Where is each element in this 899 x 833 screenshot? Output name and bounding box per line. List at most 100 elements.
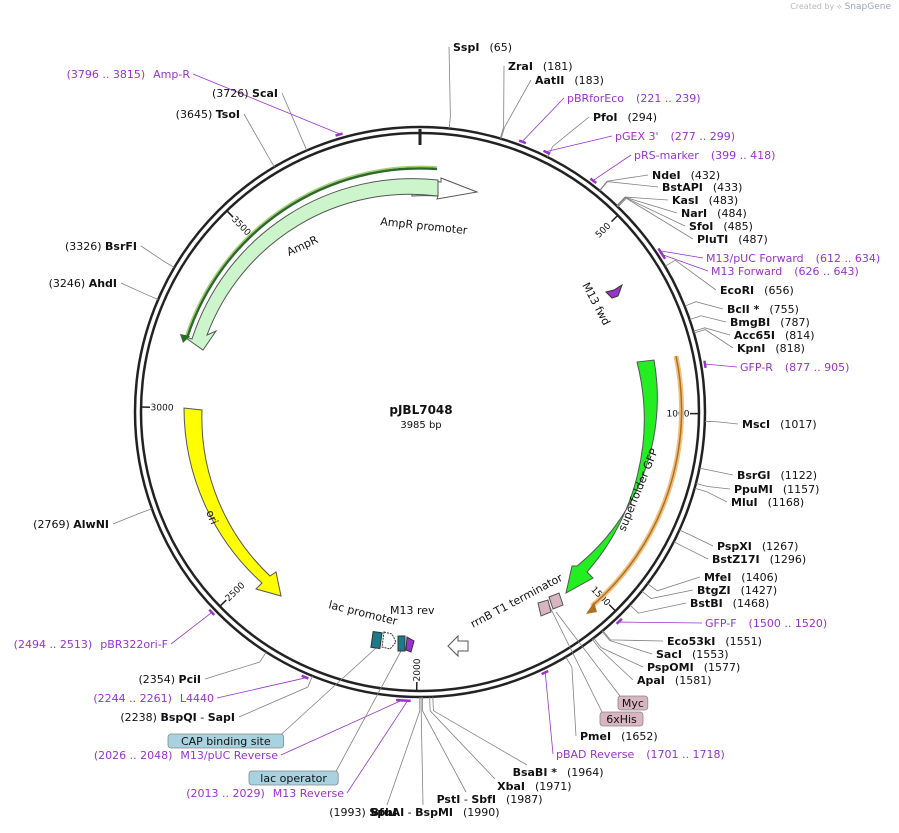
- enzyme-label-tsoi[interactable]: (3645) TsoI: [176, 108, 240, 121]
- enzyme-name: PciI: [179, 673, 201, 686]
- enzyme-label-bmgbi[interactable]: BmgBI(787): [730, 316, 810, 329]
- enzyme-name: SphI: [369, 806, 397, 819]
- enzyme-position: (65): [489, 41, 512, 54]
- snapgene-credit: Created by ⟡ SnapGene: [790, 2, 891, 12]
- enzyme-label-btgzi[interactable]: BtgZI(1427): [697, 584, 777, 597]
- enzyme-label-scai[interactable]: (3726) ScaI: [212, 87, 278, 100]
- enzyme-label-bspqi[interactable]: (2238) BspQI - SapI: [120, 711, 235, 724]
- primer-label-m13-puc-reverse[interactable]: (2026 .. 2048)M13/pUC Reverse: [94, 749, 278, 762]
- enzyme-name: Eco53kI: [667, 635, 715, 648]
- enzyme-label-ahdi[interactable]: (3246) AhdI: [49, 277, 117, 290]
- boxed-label-6xhis[interactable]: 6xHis: [599, 711, 644, 727]
- primer-name: pBRforEco: [567, 92, 624, 105]
- enzyme-label-sfoi[interactable]: SfoI(485): [689, 220, 753, 233]
- feature-ampr[interactable]: [182, 178, 439, 351]
- enzyme-label-bcli[interactable]: BclI *(755): [727, 303, 799, 316]
- label-m13-rev: M13 rev: [390, 604, 435, 617]
- feature-m13-rev[interactable]: [405, 636, 415, 653]
- enzyme-label-psti[interactable]: PstI - SbfI: [437, 793, 496, 806]
- enzyme-label-ndei[interactable]: NdeI(432): [652, 169, 720, 182]
- enzyme-label-kpni[interactable]: KpnI(818): [737, 342, 805, 355]
- primer-label-m13-puc-forward[interactable]: M13/pUC Forward(612 .. 634): [706, 252, 880, 265]
- enzyme-label-ecori[interactable]: EcoRI(656): [720, 284, 794, 297]
- enzyme-label-saci[interactable]: SacI(1553): [656, 648, 729, 661]
- boxed-label-myc[interactable]: Myc: [617, 695, 649, 711]
- boxed-label-lac-operator[interactable]: lac operator: [248, 770, 339, 786]
- enzyme-leader-line: [664, 259, 717, 291]
- feature-ori[interactable]: [183, 407, 282, 597]
- enzyme-name-2: SbfI: [471, 793, 496, 806]
- primer-label-m13-reverse[interactable]: (2013 .. 2029)M13 Reverse: [186, 787, 344, 800]
- primer-site-mark: [660, 252, 667, 260]
- lac-operator-mark[interactable]: [397, 635, 406, 652]
- enzyme-label-zrai[interactable]: ZraI(181): [508, 60, 573, 73]
- enzyme-label-aatii[interactable]: AatII(183): [535, 74, 604, 87]
- enzyme-label-bsabi[interactable]: BsaBI *: [513, 766, 558, 779]
- enzyme-label-pspomi[interactable]: PspOMI(1577): [647, 661, 740, 674]
- enzyme-label-bfuai[interactable]: BfuAI - BspMI: [371, 806, 453, 819]
- enzyme-label-pfoi[interactable]: PfoI(294): [593, 111, 657, 124]
- primer-range: (612 .. 634): [816, 252, 881, 265]
- primer-label-m13-forward[interactable]: M13 Forward(626 .. 643): [711, 265, 859, 278]
- feature-m13-fwd[interactable]: [605, 283, 623, 299]
- primer-label-prs-marker[interactable]: pRS-marker(399 .. 418): [634, 149, 775, 162]
- enzyme-name: AhdI: [89, 277, 117, 290]
- feature-rrnb-terminator[interactable]: [447, 634, 469, 658]
- enzyme-leader-line: [593, 637, 644, 668]
- tick-mark: [610, 214, 619, 223]
- enzyme-label-eco53ki[interactable]: Eco53kI(1551): [667, 635, 762, 648]
- enzyme-label-bstbi[interactable]: BstBI(1468): [690, 597, 769, 610]
- enzyme-label-mlui[interactable]: MluI(1168): [731, 496, 804, 509]
- cap-binding-site-mark[interactable]: [370, 630, 383, 650]
- enzyme-label-pspxi[interactable]: PspXI(1267): [717, 540, 798, 553]
- enzyme-label-mfei[interactable]: MfeI(1406): [704, 571, 778, 584]
- boxed-label-cap-binding-site[interactable]: CAP binding site: [167, 733, 284, 749]
- feature-superfolder-gfp[interactable]: [565, 359, 658, 594]
- tag-6xhis-mark[interactable]: [548, 592, 564, 610]
- enzyme-position: (484): [717, 207, 747, 220]
- enzyme-label-msci[interactable]: MscI(1017): [742, 418, 817, 431]
- enzyme-label-acc65i[interactable]: Acc65I(814): [734, 329, 815, 342]
- enzyme-label-nari[interactable]: NarI(484): [681, 207, 747, 220]
- primer-label-pbr322ori-f[interactable]: (2494 .. 2513)pBR322ori-F: [14, 638, 168, 651]
- ampr-primer-arrow: [180, 334, 190, 343]
- enzyme-label-xbai[interactable]: XbaI: [497, 780, 525, 793]
- enzyme-label-bstz17i[interactable]: BstZ17I(1296): [712, 553, 806, 566]
- primer-label-pbad-reverse[interactable]: pBAD Reverse(1701 .. 1718): [556, 748, 725, 761]
- enzyme-name: BclI *: [727, 303, 760, 316]
- primer-name: Amp-R: [153, 68, 190, 81]
- enzyme-label-sphi[interactable]: (1993) SphI: [329, 806, 397, 819]
- enzyme-layer: [112, 46, 739, 806]
- enzyme-leader-line: [616, 196, 678, 214]
- primer-site-mark: [335, 132, 343, 137]
- primer-label-gfp-f[interactable]: GFP-F(1500 .. 1520): [705, 617, 827, 630]
- tag-myc-mark[interactable]: [537, 599, 552, 617]
- enzyme-leader-line: [422, 696, 467, 793]
- enzyme-label-ppumi[interactable]: PpuMI(1157): [734, 483, 819, 496]
- primer-label-pgex-3[interactable]: pGEX 3'(277 .. 299): [615, 130, 735, 143]
- enzyme-label-pcii[interactable]: (2354) PciI: [138, 673, 201, 686]
- enzyme-name: PspOMI: [647, 661, 694, 674]
- enzyme-label-pluti[interactable]: PluTI(487): [697, 233, 768, 246]
- primer-label-pbrforeco[interactable]: pBRforEco(221 .. 239): [567, 92, 701, 105]
- enzyme-label-alwni[interactable]: (2769) AlwNI: [33, 518, 109, 531]
- primer-label-l4440[interactable]: (2244 .. 2261)L4440: [93, 692, 214, 705]
- enzyme-position: (1652): [621, 730, 658, 743]
- primer-label-amp-r[interactable]: (3796 .. 3815)Amp-R: [67, 68, 191, 81]
- enzyme-separator: -: [460, 793, 471, 806]
- enzyme-label-bsrfi[interactable]: (3326) BsrFI: [65, 240, 137, 253]
- enzyme-leader-line: [695, 483, 731, 490]
- enzyme-position: (656): [764, 284, 794, 297]
- enzyme-label-sspi[interactable]: SspI(65): [453, 41, 512, 54]
- enzyme-name: Acc65I: [734, 329, 775, 342]
- enzyme-label-bsrgi[interactable]: BsrGI(1122): [737, 469, 817, 482]
- enzyme-name: PluTI: [697, 233, 728, 246]
- enzyme-label-bstapi[interactable]: BstAPI(433): [662, 181, 742, 194]
- label-m13-fwd: M13 fwd: [579, 280, 612, 327]
- enzyme-label-kasi[interactable]: KasI(483): [672, 194, 738, 207]
- primer-leader-line: [663, 254, 709, 272]
- enzyme-label-pmei[interactable]: PmeI(1652): [580, 730, 658, 743]
- primer-label-gfp-r[interactable]: GFP-R(877 .. 905): [740, 361, 849, 374]
- enzyme-label-apai[interactable]: ApaI(1581): [637, 674, 711, 687]
- feature-lac-promoter[interactable]: [381, 631, 397, 650]
